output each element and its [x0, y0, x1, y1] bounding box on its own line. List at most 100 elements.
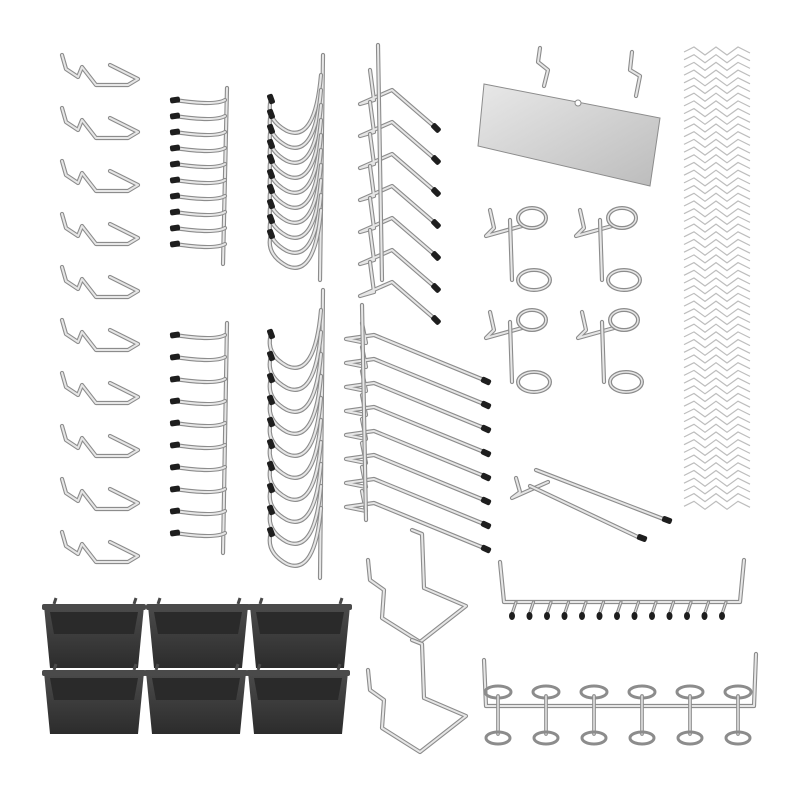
lock-clip [683, 238, 751, 249]
j-hook [59, 529, 141, 565]
ring-hook [573, 206, 642, 292]
lock-clip [683, 77, 751, 87]
angled-tip-hooks [357, 42, 441, 325]
lock-clip [683, 492, 751, 503]
l-hook [172, 209, 228, 218]
ring-hook-stem [507, 319, 515, 385]
storage-bin [246, 663, 350, 734]
lock-clip [683, 477, 751, 487]
curved-hook [267, 417, 324, 480]
angled-hook [357, 163, 439, 227]
rubber-tip [169, 192, 181, 200]
lock-clip [683, 485, 751, 495]
rubber-tip [267, 213, 275, 225]
j-hook [59, 105, 141, 141]
angled-hook [357, 67, 439, 131]
rubber-tip [267, 416, 275, 428]
storage-bin [146, 597, 250, 668]
shelf-hook-left [535, 45, 551, 89]
curved-hook [267, 461, 324, 524]
long-angled-hooks [343, 302, 492, 554]
lock-clip [683, 338, 751, 349]
lock-clip [683, 454, 751, 464]
bin-rim [42, 604, 146, 610]
l-hook [172, 486, 228, 495]
lock-clip [683, 123, 751, 133]
rubber-tip [169, 463, 181, 471]
lock-clip [683, 415, 751, 426]
j-hooks-left-column [59, 52, 141, 565]
bin-clip [258, 597, 344, 605]
rubber-tip [169, 96, 181, 104]
l-hook [172, 354, 228, 363]
rail-pin-tip [614, 612, 620, 620]
lock-clip [683, 161, 751, 172]
ring-hook-arm [575, 309, 617, 341]
long-hook [343, 344, 487, 407]
rubber-tip [480, 424, 492, 434]
rail-pin [650, 600, 658, 616]
l-hook [172, 420, 228, 429]
rail-pin-tip [579, 612, 585, 620]
rail-pin-tip [701, 612, 708, 620]
lock-clip [683, 300, 751, 310]
rubber-tip [169, 224, 181, 232]
rubber-tip [169, 144, 181, 152]
multi-ring-rail [481, 651, 759, 746]
rail-pin [632, 600, 641, 616]
lock-clip [683, 331, 751, 341]
angled-hook [357, 99, 439, 163]
shelf-plate [477, 83, 661, 187]
lock-clip [683, 377, 751, 387]
rail-pin [527, 600, 536, 616]
lock-clip [683, 53, 751, 64]
rail-pin [545, 600, 553, 616]
rubber-tip [169, 375, 181, 383]
lock-clip [683, 215, 751, 226]
u-hook [365, 637, 469, 755]
rubber-tip [480, 544, 492, 554]
lock-clip [683, 277, 751, 287]
lock-clip [683, 231, 751, 241]
rubber-tip [267, 504, 275, 516]
ring-hook-stem [507, 217, 515, 283]
rail-pin [685, 600, 693, 616]
rubber-tip [431, 155, 441, 165]
storage-bin [248, 597, 352, 668]
l-hook [172, 442, 228, 451]
bin-clip [52, 597, 138, 605]
lock-clip [683, 369, 751, 380]
rubber-tip [431, 123, 441, 133]
rubber-tip [169, 160, 181, 168]
curved-hook [267, 395, 324, 458]
ring-hook [575, 308, 644, 394]
angled-hook [357, 259, 439, 323]
lock-clip [683, 308, 751, 318]
rail-pin-tip [649, 612, 655, 620]
lock-clip [683, 385, 751, 395]
ring-rail-loop [724, 730, 752, 746]
long-hook [343, 320, 487, 383]
rubber-tip [480, 376, 492, 386]
ring-hook [483, 308, 552, 394]
ring-hook-arm [483, 207, 525, 239]
lock-clip [683, 154, 751, 164]
j-hook [59, 52, 141, 88]
j-hook [59, 317, 141, 353]
long-hook [343, 392, 487, 455]
u-shaped-hooks [365, 527, 469, 755]
rubber-tip [480, 400, 492, 410]
rail-frame [497, 557, 747, 605]
bin-inner [152, 678, 240, 700]
curved-hook [267, 373, 324, 436]
rubber-tip [267, 438, 275, 450]
storage-bin [42, 597, 146, 668]
lock-clip [683, 146, 751, 156]
rubber-tip [267, 372, 275, 384]
rail-pin [562, 600, 571, 616]
ring-rail-frame [481, 651, 759, 709]
ring-hook-arm [573, 207, 615, 239]
angled-spine [375, 42, 385, 283]
